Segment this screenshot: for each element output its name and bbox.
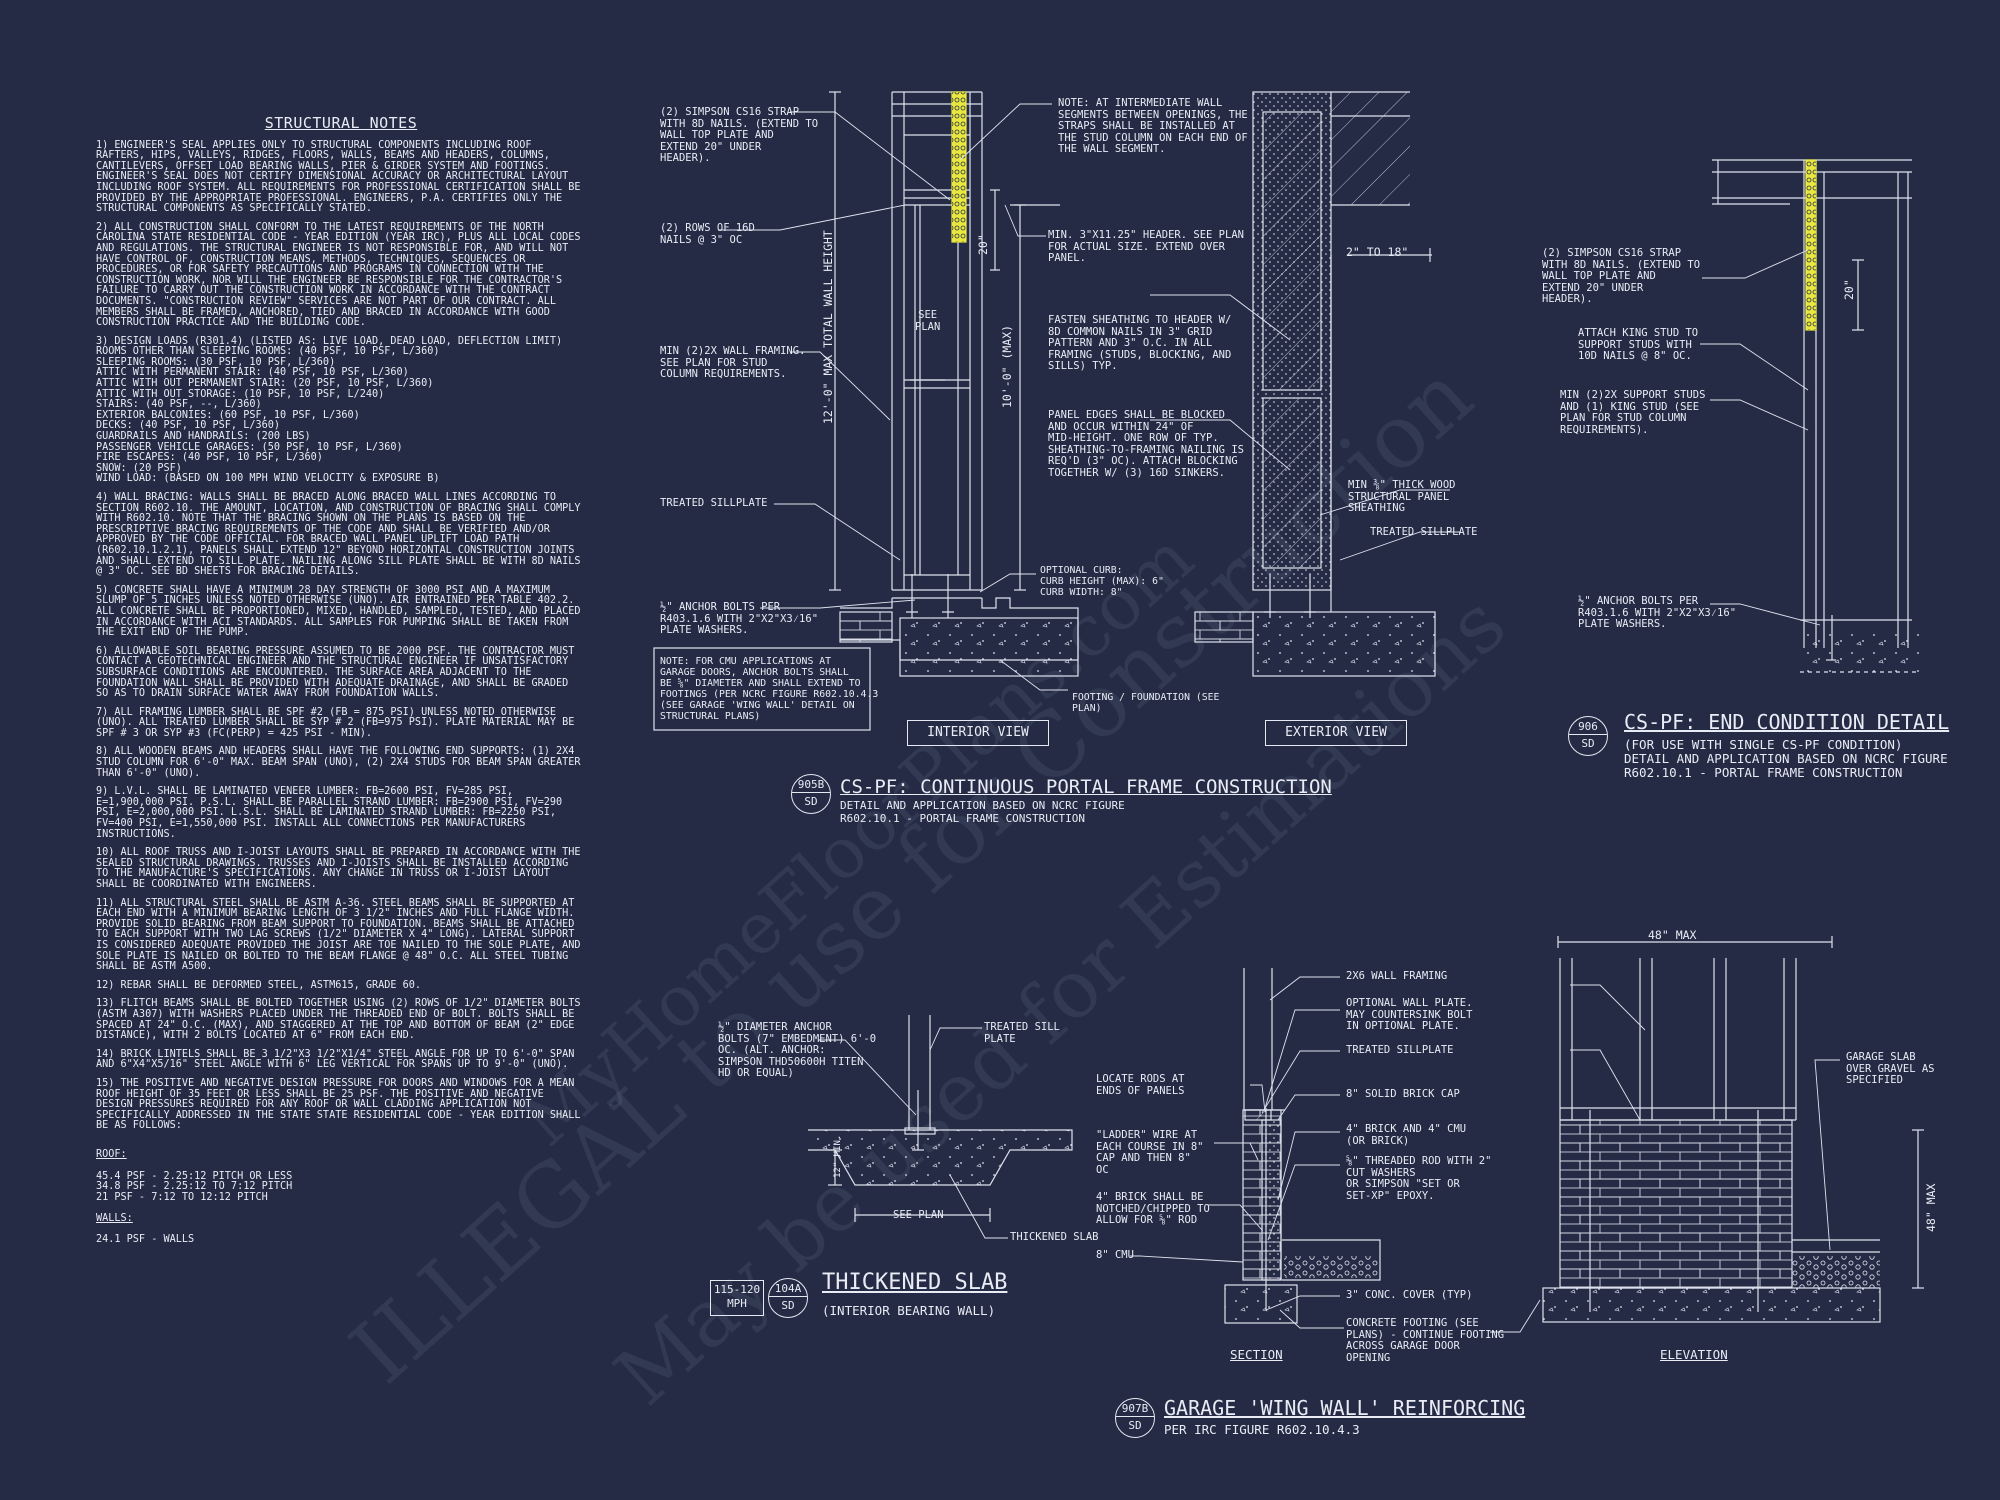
label-total-height: 12'-0" MAX TOTAL WALL HEIGHT xyxy=(821,230,835,424)
note-paragraph-5: 5) CONCRETE SHALL HAVE A MINIMUM 28 DAY … xyxy=(96,584,581,639)
note-paragraph-14: 14) BRICK LINTELS SHALL BE 3 1/2"x3 1/2"… xyxy=(96,1048,575,1071)
label-brick-cmu: 4" BRICK AND 4" CMU (OR BRICK) xyxy=(1346,1123,1467,1147)
wall-pressures: 24.1 PSF - WALLS xyxy=(96,1234,195,1246)
label-sillplate-wing: TREATED SILLPLATE xyxy=(1346,1044,1454,1056)
label-notched-brick: 4" BRICK SHALL BE NOTCHED/CHIPPED TO ALL… xyxy=(1096,1191,1210,1226)
label-dim-slab: 12" MIN. xyxy=(833,1134,843,1178)
notes-title: STRUCTURAL NOTES xyxy=(264,114,418,132)
wing-wall-elevation-drawing xyxy=(1542,936,1924,1323)
note-paragraph-6: 6) ALLOWABLE SOIL BEARING PRESSURE ASSUM… xyxy=(96,645,575,700)
label-wall-height: 10'-0" (MAX) xyxy=(1000,324,1014,408)
label-garage-slab: GARAGE SLAB OVER GRAVEL AS SPECIFIED xyxy=(1846,1051,1935,1086)
label-anchor-slab: ½" DIAMETER ANCHOR BOLTS (7" EMBEDMENT) … xyxy=(718,1021,877,1079)
label-threaded-rod: ⅝" THREADED ROD WITH 2" CUT WASHERS OR S… xyxy=(1346,1155,1492,1202)
title-906: CS-PF: END CONDITION DETAIL xyxy=(1624,710,1950,734)
note-paragraph-12: 12) REBAR SHALL BE DEFORMED STEEL, ASTM6… xyxy=(96,979,422,991)
label-header: MIN. 3"x11.25" HEADER. SEE PLAN FOR ACTU… xyxy=(1048,229,1244,264)
elevation-label: ELEVATION xyxy=(1660,1347,1728,1362)
section-label: SECTION xyxy=(1230,1347,1283,1362)
note-paragraph-11: 11) ALL STRUCTURAL STEEL SHALL BE ASTM A… xyxy=(96,897,581,973)
subtitle-104a: (INTERIOR BEARING WALL) xyxy=(822,1303,996,1318)
exterior-view-label: EXTERIOR VIEW xyxy=(1265,720,1407,746)
note-paragraph-4: 4) WALL BRACING: WALLS SHALL BE BRACED A… xyxy=(96,492,581,578)
label-ladder-wire: "LADDER" WIRE AT EACH COURSE IN 8" CAP A… xyxy=(1096,1129,1204,1176)
label-sheathing: MIN ⅜" THICK WOOD STRUCTURAL PANEL SHEAT… xyxy=(1348,479,1456,514)
label-sillplate-exterior: TREATED SILLPLATE xyxy=(1370,526,1478,538)
subtitle-907b: PER IRC FIGURE R602.10.4.3 xyxy=(1164,1422,1360,1437)
label-see-plan: SEE PLAN xyxy=(915,309,941,333)
label-conc-cover: 3" CONC. COVER (TYP) xyxy=(1346,1289,1473,1301)
note-paragraph-1: 1) ENGINEER'S SEAL APPLIES ONLY TO STRUC… xyxy=(96,139,581,215)
label-intermediate-note: NOTE: AT INTERMEDIATE WALL SEGMENTS BETW… xyxy=(1058,97,1248,155)
label-anchor-interior: ½" ANCHOR BOLTS PER R403.1.6 WITH 2"x2"x… xyxy=(660,601,819,636)
label-48-max-vertical: 48" MAX xyxy=(1924,1183,1938,1232)
label-locate-rods: LOCATE RODS AT ENDS OF PANELS xyxy=(1096,1073,1185,1097)
label-footing: FOOTING / FOUNDATION (SEE PLAN) xyxy=(1072,692,1220,714)
note-paragraph-10: 10) ALL ROOF TRUSS AND I-JOIST LAYOUTS S… xyxy=(96,847,581,890)
roof-heading: ROOF: xyxy=(96,1149,127,1161)
label-8in-cmu: 8" CMU xyxy=(1096,1249,1134,1261)
label-concrete-footing: CONCRETE FOOTING (SEE PLANS) - CONTINUE … xyxy=(1346,1317,1505,1364)
label-nails: (2) ROWS OF 16d NAILS @ 3" OC xyxy=(660,222,755,246)
cmu-note-box xyxy=(653,647,871,731)
label-optional-plate: OPTIONAL WALL PLATE. MAY COUNTERSINK BOL… xyxy=(1346,997,1473,1032)
structural-notes: STRUCTURAL NOTES 1) ENGINEER'S SEAL APPL… xyxy=(96,114,586,1257)
label-48-max: 48" MAX xyxy=(1648,928,1697,942)
interior-view-drawing xyxy=(829,91,1079,677)
label-2-to-18: 2" TO 18" xyxy=(1346,245,1409,259)
label-thickened-slab: THICKENED SLAB xyxy=(1010,1231,1099,1243)
label-dim-20-interior: 20" xyxy=(976,234,990,255)
note-paragraph-7: 7) ALL FRAMING LUMBER SHALL BE SPF #2 (F… xyxy=(96,706,575,739)
label-anchor-end: ½" ANCHOR BOLTS PER R403.1.6 WITH 2"x2"x… xyxy=(1578,595,1737,630)
label-optional-curb: OPTIONAL CURB: CURB HEIGHT (MAX): 6" CUR… xyxy=(1040,565,1164,598)
label-sill-slab: TREATED SILL PLATE xyxy=(984,1021,1060,1045)
end-condition-drawing xyxy=(1712,159,1920,673)
label-panel-edges: PANEL EDGES SHALL BE BLOCKED AND OCCUR W… xyxy=(1048,409,1244,479)
label-strap-interior: (2) SIMPSON CS16 STRAP WITH 8d NAILS. (E… xyxy=(660,106,819,164)
label-wall-framing: MIN (2)2X WALL FRAMING. SEE PLAN FOR STU… xyxy=(660,345,806,380)
subtitle-906: (FOR USE WITH SINGLE CS-PF CONDITION) DE… xyxy=(1624,737,1948,780)
title-907b: GARAGE 'WING WALL' REINFORCING xyxy=(1164,1396,1526,1420)
leader-lines xyxy=(718,103,1840,1333)
subtitle-905b: DETAIL AND APPLICATION BASED ON NCRC FIG… xyxy=(840,799,1125,825)
exterior-view-drawing xyxy=(1194,91,1436,677)
interior-view-label: INTERIOR VIEW xyxy=(907,720,1049,746)
label-support-studs: MIN (2)2X SUPPORT STUDS AND (1) KING STU… xyxy=(1560,389,1706,436)
label-cmu-note: NOTE: FOR CMU APPLICATIONS AT GARAGE DOO… xyxy=(660,656,879,722)
wing-wall-section-drawing xyxy=(1224,968,1381,1324)
note-paragraph-15: 15) THE POSITIVE AND NEGATIVE DESIGN PRE… xyxy=(96,1077,581,1132)
note-paragraph-2: 2) ALL CONSTRUCTION SHALL CONFORM TO THE… xyxy=(96,221,581,329)
note-paragraph-8: 8) ALL WOODEN BEAMS AND HEADERS SHALL HA… xyxy=(96,746,581,779)
label-fasten-sheathing: FASTEN SHEATHING TO HEADER W/ 8d COMMON … xyxy=(1048,314,1232,372)
label-see-plan-slab: SEE PLAN xyxy=(893,1209,944,1221)
title-905b: CS-PF: CONTINUOUS PORTAL FRAME CONSTRUCT… xyxy=(840,776,1332,798)
wind-speed-box: 115-120 MPH xyxy=(710,1280,764,1316)
notes-pressures: ROOF: 45.4 PSF - 2.25:12 PITCH OR LESS 3… xyxy=(96,1140,586,1257)
note-paragraph-9: 9) L.V.L. SHALL BE LAMINATED VENEER LUMB… xyxy=(96,786,563,840)
label-wall-framing-2x6: 2x6 WALL FRAMING xyxy=(1346,970,1448,982)
label-sillplate-interior: TREATED SILLPLATE xyxy=(660,497,768,509)
title-104a: THICKENED SLAB xyxy=(822,1270,1008,1295)
walls-heading: WALLS: xyxy=(96,1213,133,1225)
label-dim-20-end: 20" xyxy=(1842,279,1856,300)
note-paragraph-13: 13) FLITCH BEAMS SHALL BE BOLTED TOGETHE… xyxy=(96,998,581,1042)
label-strap-end: (2) SIMPSON CS16 STRAP WITH 8d NAILS. (E… xyxy=(1542,247,1701,305)
roof-pressures: 45.4 PSF - 2.25:12 PITCH OR LESS 34.8 PS… xyxy=(96,1170,293,1203)
label-king-stud: ATTACH KING STUD TO SUPPORT STUDS WITH 1… xyxy=(1578,327,1699,362)
note-paragraph-3: 3) DESIGN LOADS (R301.4) (LISTED AS: LIV… xyxy=(96,335,563,485)
label-brick-cap: 8" SOLID BRICK CAP xyxy=(1346,1088,1460,1100)
